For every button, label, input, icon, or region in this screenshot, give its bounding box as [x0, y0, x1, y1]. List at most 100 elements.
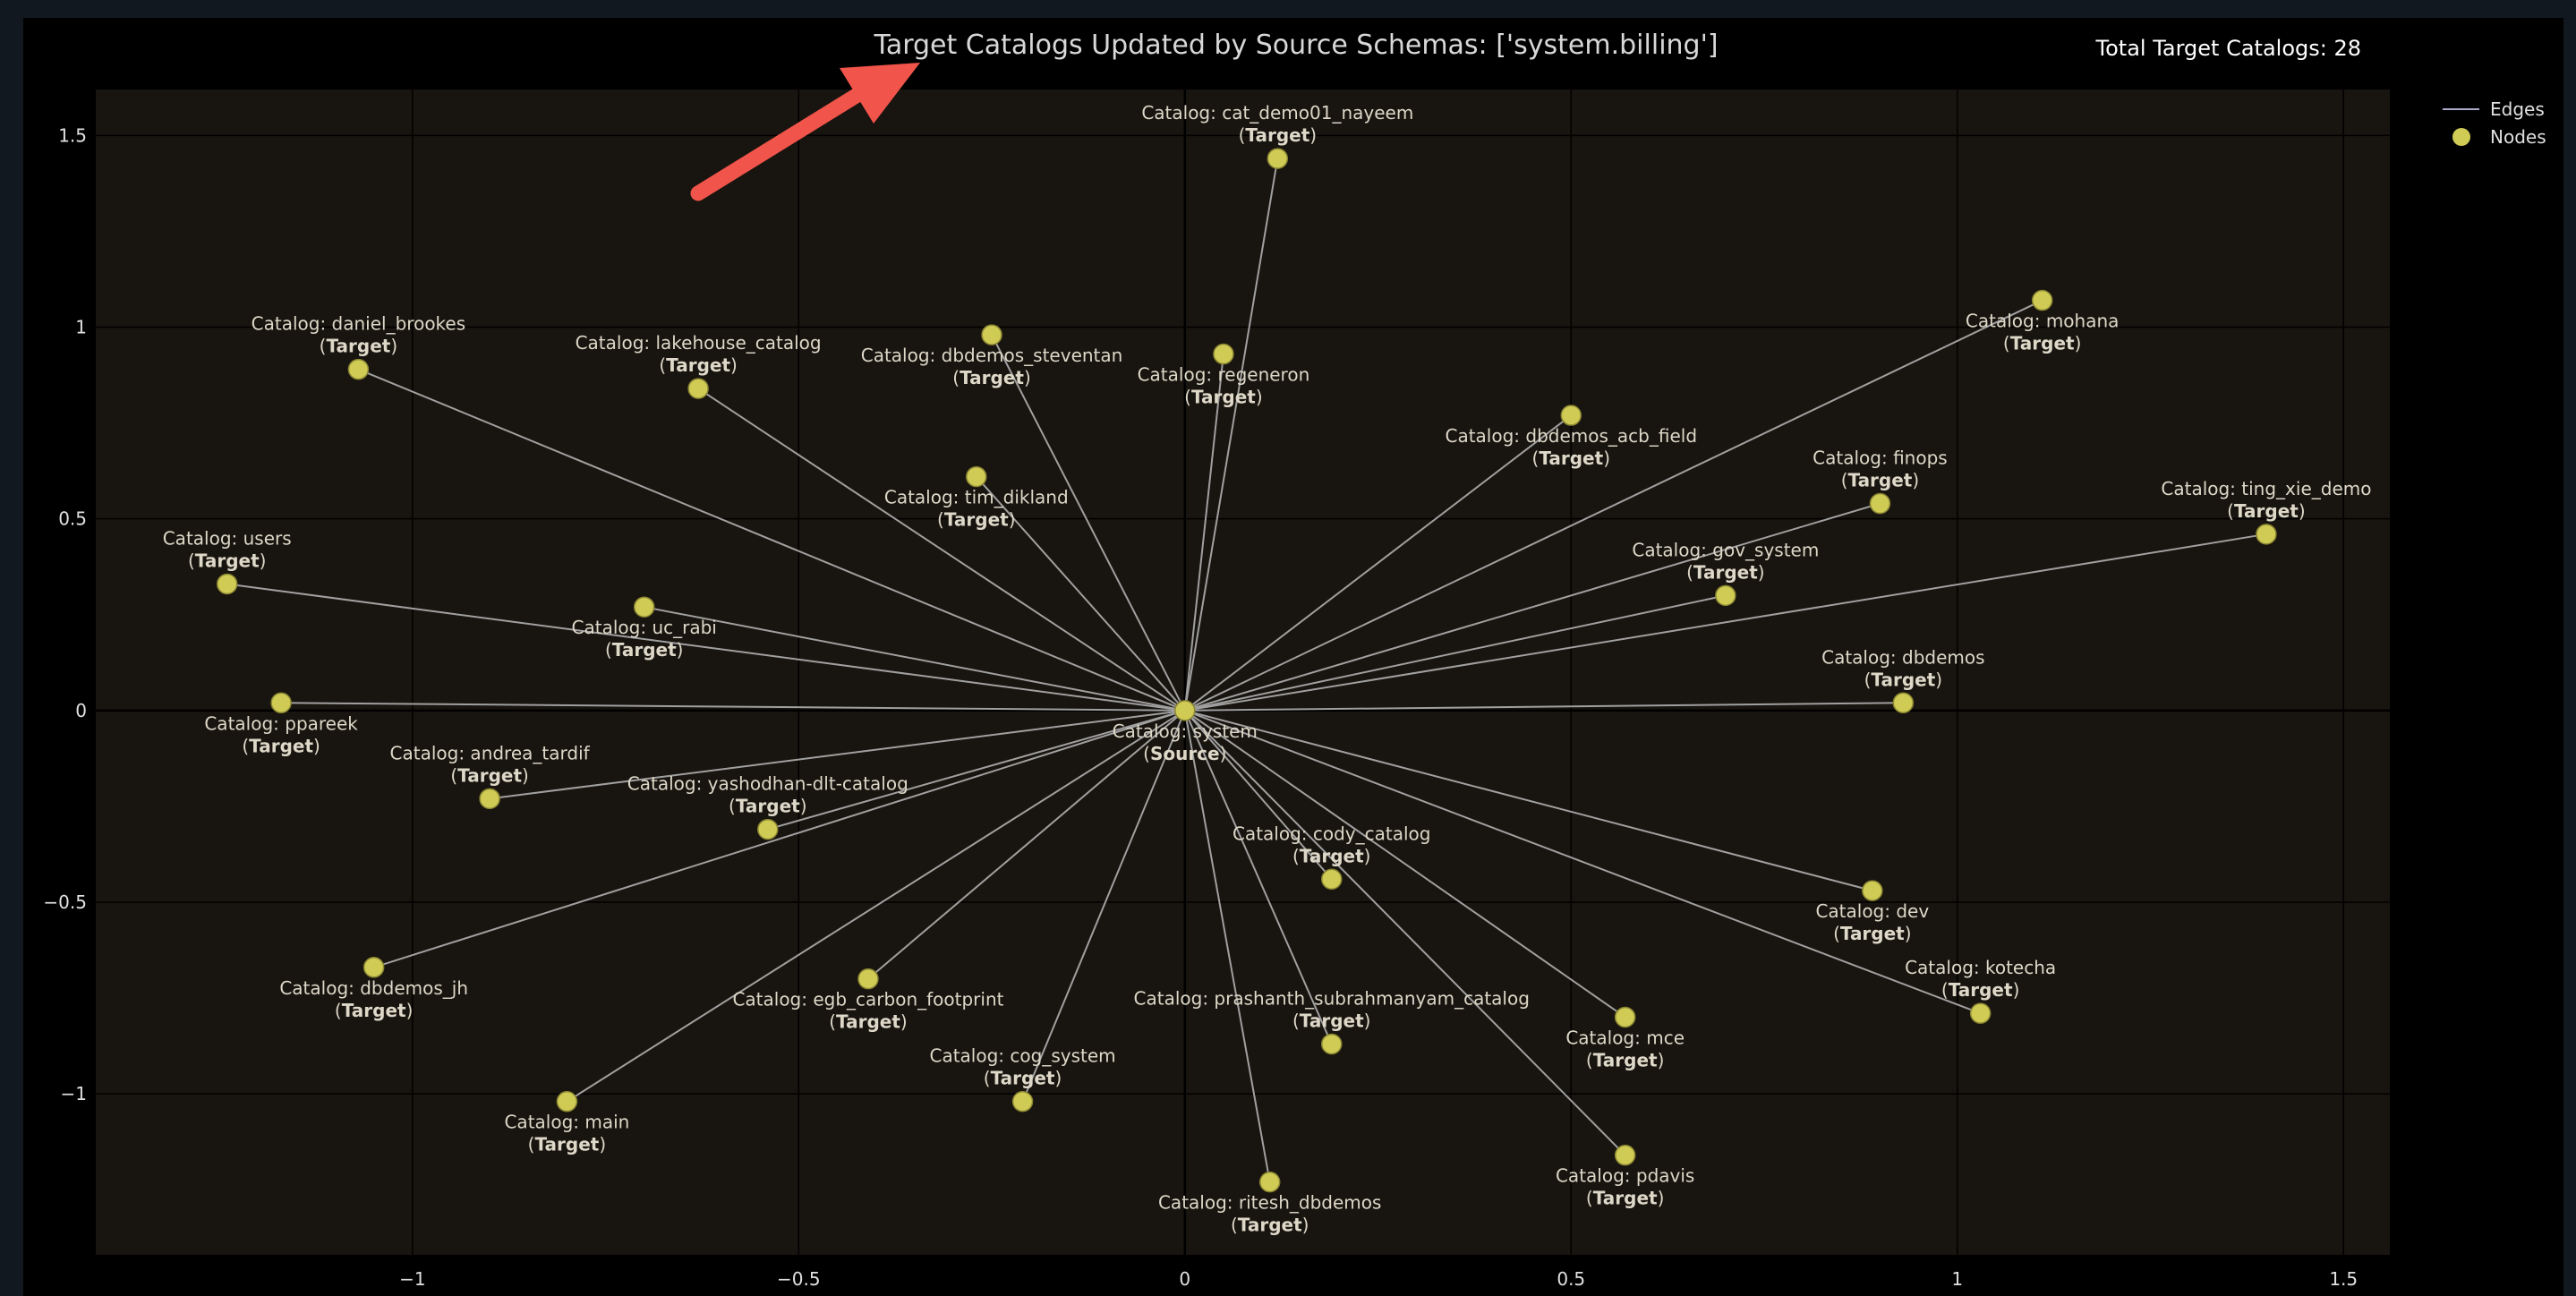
node-role-daniel-brookes: (Target) — [320, 336, 398, 357]
node-role-finops: (Target) — [1841, 470, 1920, 491]
node-ritesh-dbdemos[interactable] — [1258, 1171, 1281, 1193]
y-tick-label: −1 — [61, 1083, 87, 1104]
edge-lakehouse-catalog — [697, 388, 1186, 712]
node-label-dbdemos-jh: Catalog: dbdemos_jh — [279, 977, 468, 999]
node-daniel-brookes[interactable] — [347, 358, 370, 380]
edge-mohana — [1184, 299, 2043, 712]
node-lakehouse-catalog[interactable] — [687, 378, 709, 399]
node-role-dbdemos-jh: (Target) — [335, 1000, 414, 1021]
y-tick-label: −0.5 — [43, 891, 87, 913]
node-role-ritesh-dbdemos: (Target) — [1231, 1215, 1309, 1236]
node-uc-rabi[interactable] — [633, 596, 655, 618]
edge-cat-demo01-nayeem — [1183, 158, 1279, 711]
node-pdavis[interactable] — [1614, 1144, 1636, 1166]
node-label-cog-system: Catalog: cog_system — [929, 1045, 1115, 1067]
node-role-kotecha: (Target) — [1941, 979, 2020, 1001]
node-label-dbdemos: Catalog: dbdemos — [1821, 646, 1984, 668]
node-role-dbdemos: (Target) — [1864, 669, 1943, 690]
node-label-system: Catalog: system — [1113, 720, 1258, 742]
edge-kotecha — [1184, 709, 1981, 1015]
node-role-cody-catalog: (Target) — [1292, 845, 1371, 866]
node-system[interactable] — [1174, 700, 1196, 721]
x-tick-label: −0.5 — [777, 1268, 821, 1290]
node-dbdemos-steventan[interactable] — [981, 324, 1002, 345]
legend-edges-label[interactable]: Edges — [2490, 98, 2545, 120]
edge-ritesh-dbdemos — [1183, 710, 1271, 1182]
node-mohana[interactable] — [2031, 289, 2053, 311]
edge-tim-dikland — [976, 475, 1186, 712]
legend[interactable]: Edges Nodes — [2443, 98, 2546, 148]
node-label-ting-xie-demo: Catalog: ting_xie_demo — [2161, 478, 2371, 499]
node-role-yashodhan-dlt-catalog: (Target) — [729, 796, 807, 817]
node-label-regeneron: Catalog: regeneron — [1138, 364, 1310, 386]
node-prashanth-subrahmanyam-catalog[interactable] — [1320, 1033, 1343, 1055]
node-role-users: (Target) — [188, 550, 267, 571]
node-role-main: (Target) — [528, 1134, 607, 1155]
chart-title: Target Catalogs Updated by Source Schema… — [873, 30, 1718, 61]
node-label-cody-catalog: Catalog: cody_catalog — [1233, 823, 1431, 844]
node-label-cat-demo01-nayeem: Catalog: cat_demo01_nayeem — [1141, 102, 1413, 124]
node-finops[interactable] — [1869, 492, 1891, 515]
edge-andrea-tardif — [489, 709, 1185, 800]
node-users[interactable] — [216, 573, 238, 595]
node-cody-catalog[interactable] — [1320, 868, 1343, 891]
edge-dbdemos-acb-field — [1184, 414, 1572, 712]
node-dbdemos-jh[interactable] — [363, 957, 385, 978]
total-count-annotation: Total Target Catalogs: 28 — [2095, 36, 2361, 61]
node-role-regeneron: (Target) — [1184, 387, 1263, 408]
node-label-yashodhan-dlt-catalog: Catalog: yashodhan-dlt-catalog — [627, 773, 908, 795]
x-tick-label: −1 — [399, 1268, 425, 1290]
node-label-uc-rabi: Catalog: uc_rabi — [572, 617, 717, 638]
edge-dev — [1184, 709, 1873, 892]
node-tim-dikland[interactable] — [966, 465, 987, 488]
node-label-andrea-tardif: Catalog: andrea_tardif — [390, 742, 591, 763]
node-andrea-tardif[interactable] — [479, 788, 500, 810]
node-ppareek[interactable] — [270, 692, 292, 714]
node-regeneron[interactable] — [1213, 343, 1234, 365]
node-role-mohana: (Target) — [2003, 333, 2082, 354]
legend-nodes-label[interactable]: Nodes — [2490, 126, 2546, 148]
node-label-gov-system: Catalog: gov_system — [1632, 539, 1819, 560]
node-yashodhan-dlt-catalog[interactable] — [757, 818, 779, 840]
node-label-pdavis: Catalog: pdavis — [1556, 1165, 1694, 1187]
node-role-andrea-tardif: (Target) — [450, 764, 529, 786]
node-kotecha[interactable] — [1969, 1002, 1992, 1024]
node-label-dbdemos-steventan: Catalog: dbdemos_steventan — [861, 345, 1123, 366]
node-label-mohana: Catalog: mohana — [1966, 311, 2119, 332]
edge-yashodhan-dlt-catalog — [767, 709, 1186, 831]
node-dbdemos[interactable] — [1892, 692, 1915, 714]
node-dbdemos-acb-field[interactable] — [1560, 405, 1582, 426]
node-cog-system[interactable] — [1011, 1090, 1034, 1113]
edge-regeneron — [1183, 354, 1224, 711]
node-label-finops: Catalog: finops — [1813, 448, 1948, 469]
edge-dbdemos — [1184, 702, 1904, 712]
edge-users — [226, 583, 1185, 712]
node-label-daniel-brookes: Catalog: daniel_brookes — [252, 313, 466, 335]
edge-mce — [1184, 710, 1626, 1019]
node-gov-system[interactable] — [1715, 584, 1736, 607]
node-label-users: Catalog: users — [163, 527, 292, 549]
node-main[interactable] — [556, 1090, 578, 1113]
node-role-ppareek: (Target) — [242, 735, 320, 756]
node-label-tim-dikland: Catalog: tim_dikland — [884, 487, 1069, 508]
node-egb-carbon-footprint[interactable] — [857, 968, 879, 990]
y-tick-label: 0.5 — [58, 508, 87, 530]
node-role-egb-carbon-footprint: (Target) — [829, 1011, 908, 1033]
node-role-pdavis: (Target) — [1586, 1188, 1665, 1209]
y-tick-label: 0 — [75, 700, 87, 721]
node-cat-demo01-nayeem[interactable] — [1267, 148, 1289, 169]
node-ting-xie-demo[interactable] — [2256, 524, 2277, 545]
edge-pdavis — [1184, 710, 1626, 1156]
edge-dbdemos-jh — [373, 709, 1186, 968]
edge-ting-xie-demo — [1184, 533, 2267, 712]
node-mce[interactable] — [1614, 1006, 1636, 1028]
edge-cody-catalog — [1184, 710, 1333, 880]
chart-frame: Catalog: system(Source)Catalog: cat_demo… — [23, 18, 2563, 1296]
network-chart: Catalog: system(Source)Catalog: cat_demo… — [43, 30, 2546, 1290]
node-dev[interactable] — [1862, 880, 1883, 901]
node-role-lakehouse-catalog: (Target) — [659, 354, 738, 376]
edges-layer — [226, 158, 2267, 1182]
edge-daniel-brookes — [358, 368, 1186, 712]
edge-prashanth-subrahmanyam-catalog — [1183, 710, 1333, 1044]
